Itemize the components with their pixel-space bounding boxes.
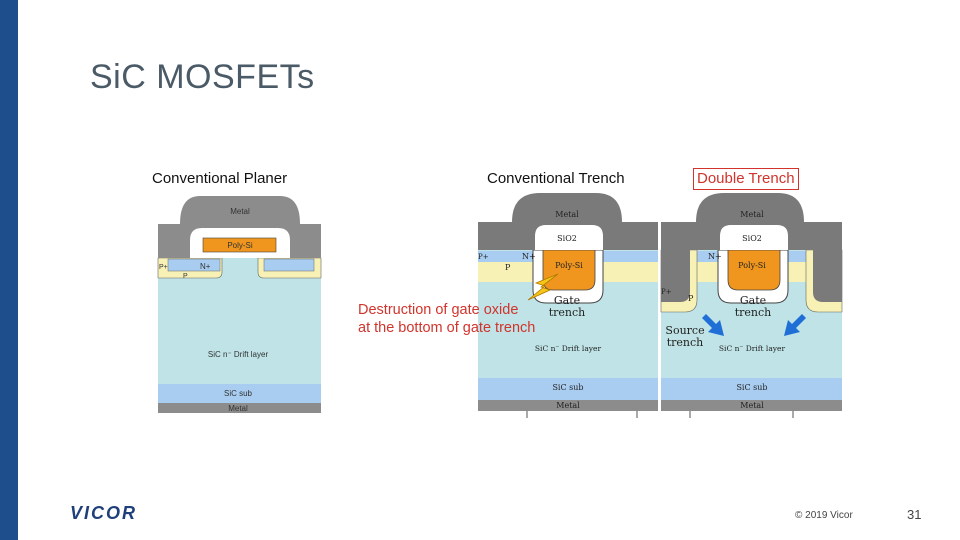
trench-metal-bottom-label: Metal <box>556 401 580 410</box>
planar-nplus-label: N+ <box>200 262 211 271</box>
dt-p-label: P <box>688 294 694 303</box>
trench-poly-label: Poly-Si <box>555 261 583 270</box>
trench-sub-label: SiC sub <box>552 383 583 392</box>
dt-sub-label: SiC sub <box>736 383 767 392</box>
dt-sio2-label: SiO2 <box>742 234 762 243</box>
dt-nplus-label: N+ <box>708 252 722 261</box>
gate-oxide-callout: Destruction of gate oxide at the bottom … <box>358 301 535 337</box>
trench-pplus-label: P+ <box>478 253 489 261</box>
slide-title: SiC MOSFETs <box>90 58 315 96</box>
planar-p-label: P <box>183 273 188 280</box>
arrow-right-icon <box>784 314 806 336</box>
planar-drift-label: SiC n⁻ Drift layer <box>208 350 269 359</box>
trench-p-label: P <box>505 263 511 272</box>
vicor-logo: VICOR <box>70 503 138 523</box>
diagram-planar: Metal Poly-Si N+ P+ P SiC n⁻ Drift layer… <box>157 196 322 413</box>
planar-metal-bottom-label: Metal <box>228 404 248 413</box>
planar-sub-label: SiC sub <box>224 389 253 398</box>
arrow-left-icon <box>702 314 724 336</box>
accent-bar <box>0 0 18 540</box>
callout-line-1: Destruction of gate oxide <box>358 302 519 318</box>
lightning-icon <box>527 273 559 301</box>
trench-drift-label: SiC n⁻ Drift layer <box>535 344 602 353</box>
caption-trench: Conventional Trench <box>487 170 625 187</box>
caption-double-trench: Double Trench <box>693 168 799 190</box>
trench-nplus-label: N+ <box>522 252 536 261</box>
dt-metal-bottom-label: Metal <box>740 401 764 410</box>
trench-metal-label: Metal <box>555 210 579 219</box>
planar-poly-label: Poly-Si <box>227 241 253 250</box>
callout-line-2: at the bottom of gate trench <box>358 320 536 336</box>
page-number: 31 <box>907 507 922 522</box>
caption-planar: Conventional Planer <box>152 170 288 187</box>
planar-pplus-label: P+ <box>159 264 168 271</box>
dt-drift-label: SiC n⁻ Drift layer <box>719 344 786 353</box>
trench-sio2-label: SiO2 <box>557 234 577 243</box>
dt-poly-label: Poly-Si <box>738 261 766 270</box>
copyright: © 2019 Vicor <box>795 510 853 521</box>
planar-metal-label: Metal <box>230 207 250 216</box>
dt-metal-label: Metal <box>740 210 764 219</box>
dt-pplus-label: P+ <box>661 288 672 296</box>
